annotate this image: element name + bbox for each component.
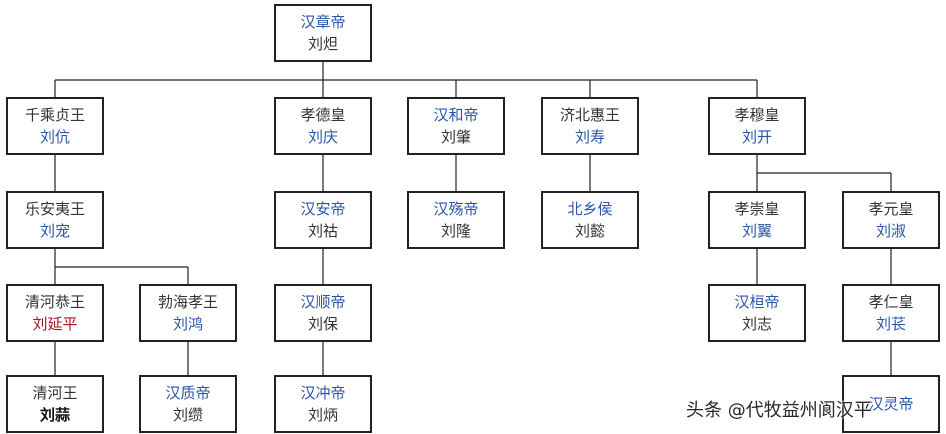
node-title: 汉灵帝: [868, 394, 914, 413]
node-name: 刘开: [741, 127, 772, 146]
person-node-hong: 勃海孝王刘鸿: [139, 284, 237, 342]
person-node-yanping: 清河恭王刘延平: [6, 284, 104, 342]
node-name: 刘隆: [440, 221, 471, 240]
watermark: 头条 @代牧益州阆汉平: [686, 400, 872, 421]
node-title: 清河恭王: [24, 292, 85, 311]
person-node-yi: 孝崇皇刘翼: [708, 191, 806, 249]
node-title: 孝仁皇: [868, 292, 914, 311]
person-node-shun: 汉顺帝刘保: [274, 284, 372, 342]
person-node-zhang: 汉章帝刘炟: [274, 4, 372, 62]
node-title: 汉安帝: [300, 199, 346, 218]
node-title: 汉和帝: [433, 105, 479, 124]
node-title: 汉殇帝: [433, 199, 479, 218]
person-node-beixiang: 北乡侯刘懿: [541, 191, 639, 249]
person-node-chong: 乐安夷王刘宠: [6, 191, 104, 249]
node-name: 刘鸿: [172, 314, 203, 333]
person-node-shou: 济北惠王刘寿: [541, 97, 639, 155]
node-name: 刘寿: [574, 127, 605, 146]
node-name: 刘苌: [875, 314, 906, 333]
person-node-huan: 汉桓帝刘志: [708, 284, 806, 342]
person-node-an: 汉安帝刘祜: [274, 191, 372, 249]
node-name: 刘缵: [172, 405, 203, 424]
person-node-kai: 孝穆皇刘开: [708, 97, 806, 155]
node-title: 汉章帝: [300, 12, 346, 31]
node-name: 刘祜: [307, 221, 338, 240]
node-name: 刘炳: [307, 405, 338, 424]
person-node-kang: 千乘贞王刘伉: [6, 97, 104, 155]
person-node-chang: 孝仁皇刘苌: [842, 284, 940, 342]
node-title: 北乡侯: [567, 199, 613, 218]
node-name: 刘庆: [307, 127, 338, 146]
person-node-zhi: 汉质帝刘缵: [139, 375, 237, 433]
node-name: 刘懿: [574, 221, 605, 240]
node-name: 刘延平: [32, 314, 78, 333]
node-name: 刘炟: [307, 34, 338, 53]
node-title: 勃海孝王: [157, 292, 218, 311]
person-node-shu: 孝元皇刘淑: [842, 191, 940, 249]
node-title: 孝德皇: [300, 105, 346, 124]
person-node-chongdi: 汉冲帝刘炳: [274, 375, 372, 433]
person-node-shang: 汉殇帝刘隆: [407, 191, 505, 249]
node-title: 汉质帝: [165, 383, 211, 402]
node-title: 孝穆皇: [734, 105, 780, 124]
node-title: 济北惠王: [559, 105, 620, 124]
node-title: 清河王: [32, 383, 78, 402]
person-node-qing: 孝德皇刘庆: [274, 97, 372, 155]
node-name: 刘志: [741, 314, 772, 333]
node-title: 千乘贞王: [24, 105, 85, 124]
node-name: 刘肇: [440, 127, 471, 146]
person-node-ling: 汉灵帝: [842, 375, 940, 433]
node-title: 孝崇皇: [734, 199, 780, 218]
node-title: 汉冲帝: [300, 383, 346, 402]
node-name: 刘蒜: [39, 405, 70, 424]
person-node-he: 汉和帝刘肇: [407, 97, 505, 155]
node-name: 刘宠: [39, 221, 70, 240]
node-name: 刘翼: [741, 221, 772, 240]
node-name: 刘保: [307, 314, 338, 333]
node-name: 刘伉: [39, 127, 70, 146]
node-title: 孝元皇: [868, 199, 914, 218]
node-title: 汉桓帝: [734, 292, 780, 311]
person-node-suan: 清河王刘蒜: [6, 375, 104, 433]
node-title: 乐安夷王: [24, 199, 85, 218]
node-title: 汉顺帝: [300, 292, 346, 311]
node-name: 刘淑: [875, 221, 906, 240]
